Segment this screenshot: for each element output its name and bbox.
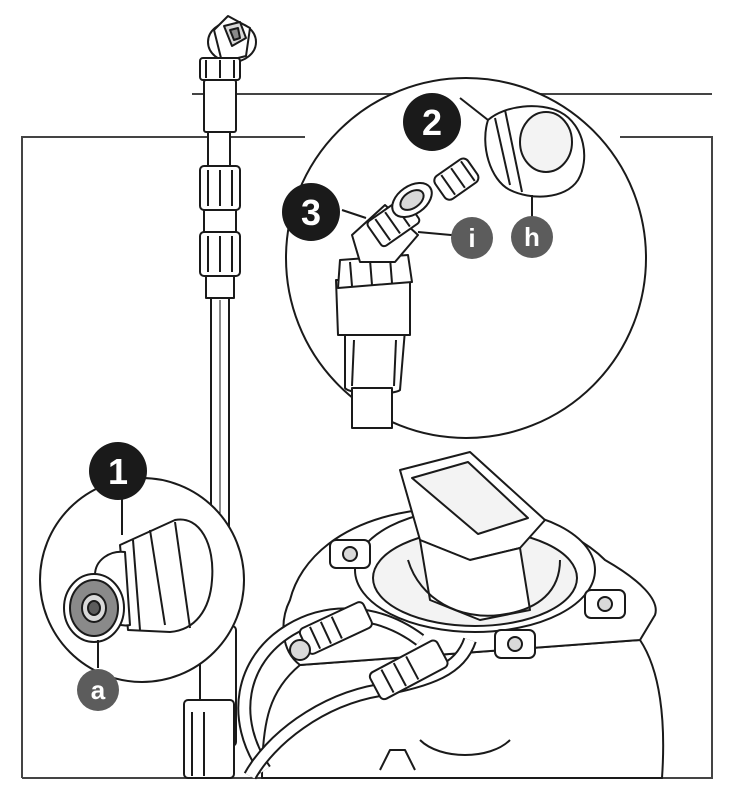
- sprayer-tank: [237, 451, 665, 780]
- step-badge-1: 1: [89, 442, 147, 500]
- callout-letter-h: h: [524, 222, 540, 252]
- detail-circle-nozzle-cap: [39, 477, 245, 683]
- wand-coupling: [199, 165, 241, 299]
- step-number-3: 3: [301, 192, 321, 233]
- step-number-2: 2: [422, 102, 442, 143]
- callout-badge-h: h: [511, 216, 553, 258]
- wand-nozzle: [199, 15, 257, 133]
- step-number-1: 1: [108, 451, 128, 492]
- step-badge-2: 2: [403, 93, 461, 151]
- callout-letter-a: a: [91, 675, 106, 705]
- callout-badge-a: a: [77, 669, 119, 711]
- step-badge-3: 3: [282, 183, 340, 241]
- callout-letter-i: i: [468, 223, 475, 253]
- callout-badge-i: i: [451, 217, 493, 259]
